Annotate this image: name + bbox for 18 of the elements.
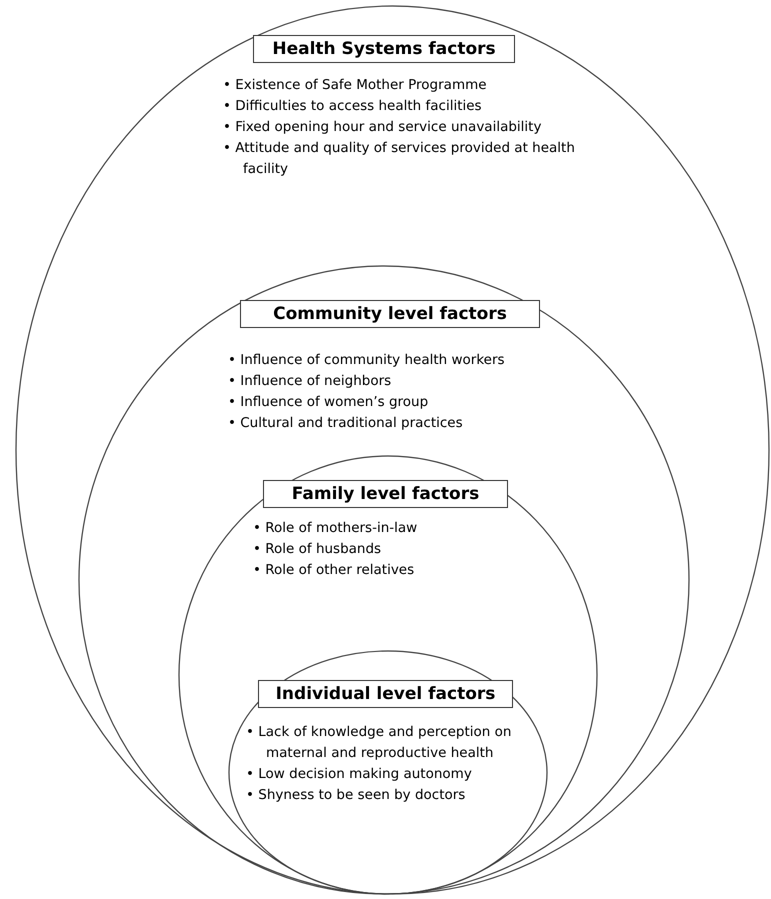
heading-box: Health Systems factors <box>253 35 515 63</box>
bullet-item: • Influence of community health workers <box>228 351 506 370</box>
bullet-item: • Influence of women’s group <box>228 393 430 412</box>
heading-box: Family level factors <box>263 480 508 508</box>
bullet-item: • Fixed opening hour and service unavailability <box>223 118 542 137</box>
bullet-item: • Cultural and traditional practices <box>228 414 464 433</box>
bullet-item: • Role of mothers-in-law <box>253 519 418 538</box>
heading-box: Community level factors <box>240 300 540 328</box>
bullet-item: • Influence of neighbors <box>228 372 392 391</box>
bullet-item: • Existence of Safe Mother Programme <box>223 76 488 95</box>
bullet-item: • Role of husbands <box>253 540 382 559</box>
bullet-item: • Role of other relatives <box>253 561 416 580</box>
bullet-item: • Low decision making autonomy <box>246 765 473 784</box>
bullet-item: • Lack of knowledge and perception on maternal and reproductive health <box>246 723 512 763</box>
bullet-item: • Shyness to be seen by doctors <box>246 786 466 805</box>
heading-box: Individual level factors <box>258 680 513 708</box>
bullet-item: • Difficulties to access health facilities <box>223 97 483 116</box>
bullet-item: • Attitude and quality of services provided at health facility <box>223 139 576 179</box>
